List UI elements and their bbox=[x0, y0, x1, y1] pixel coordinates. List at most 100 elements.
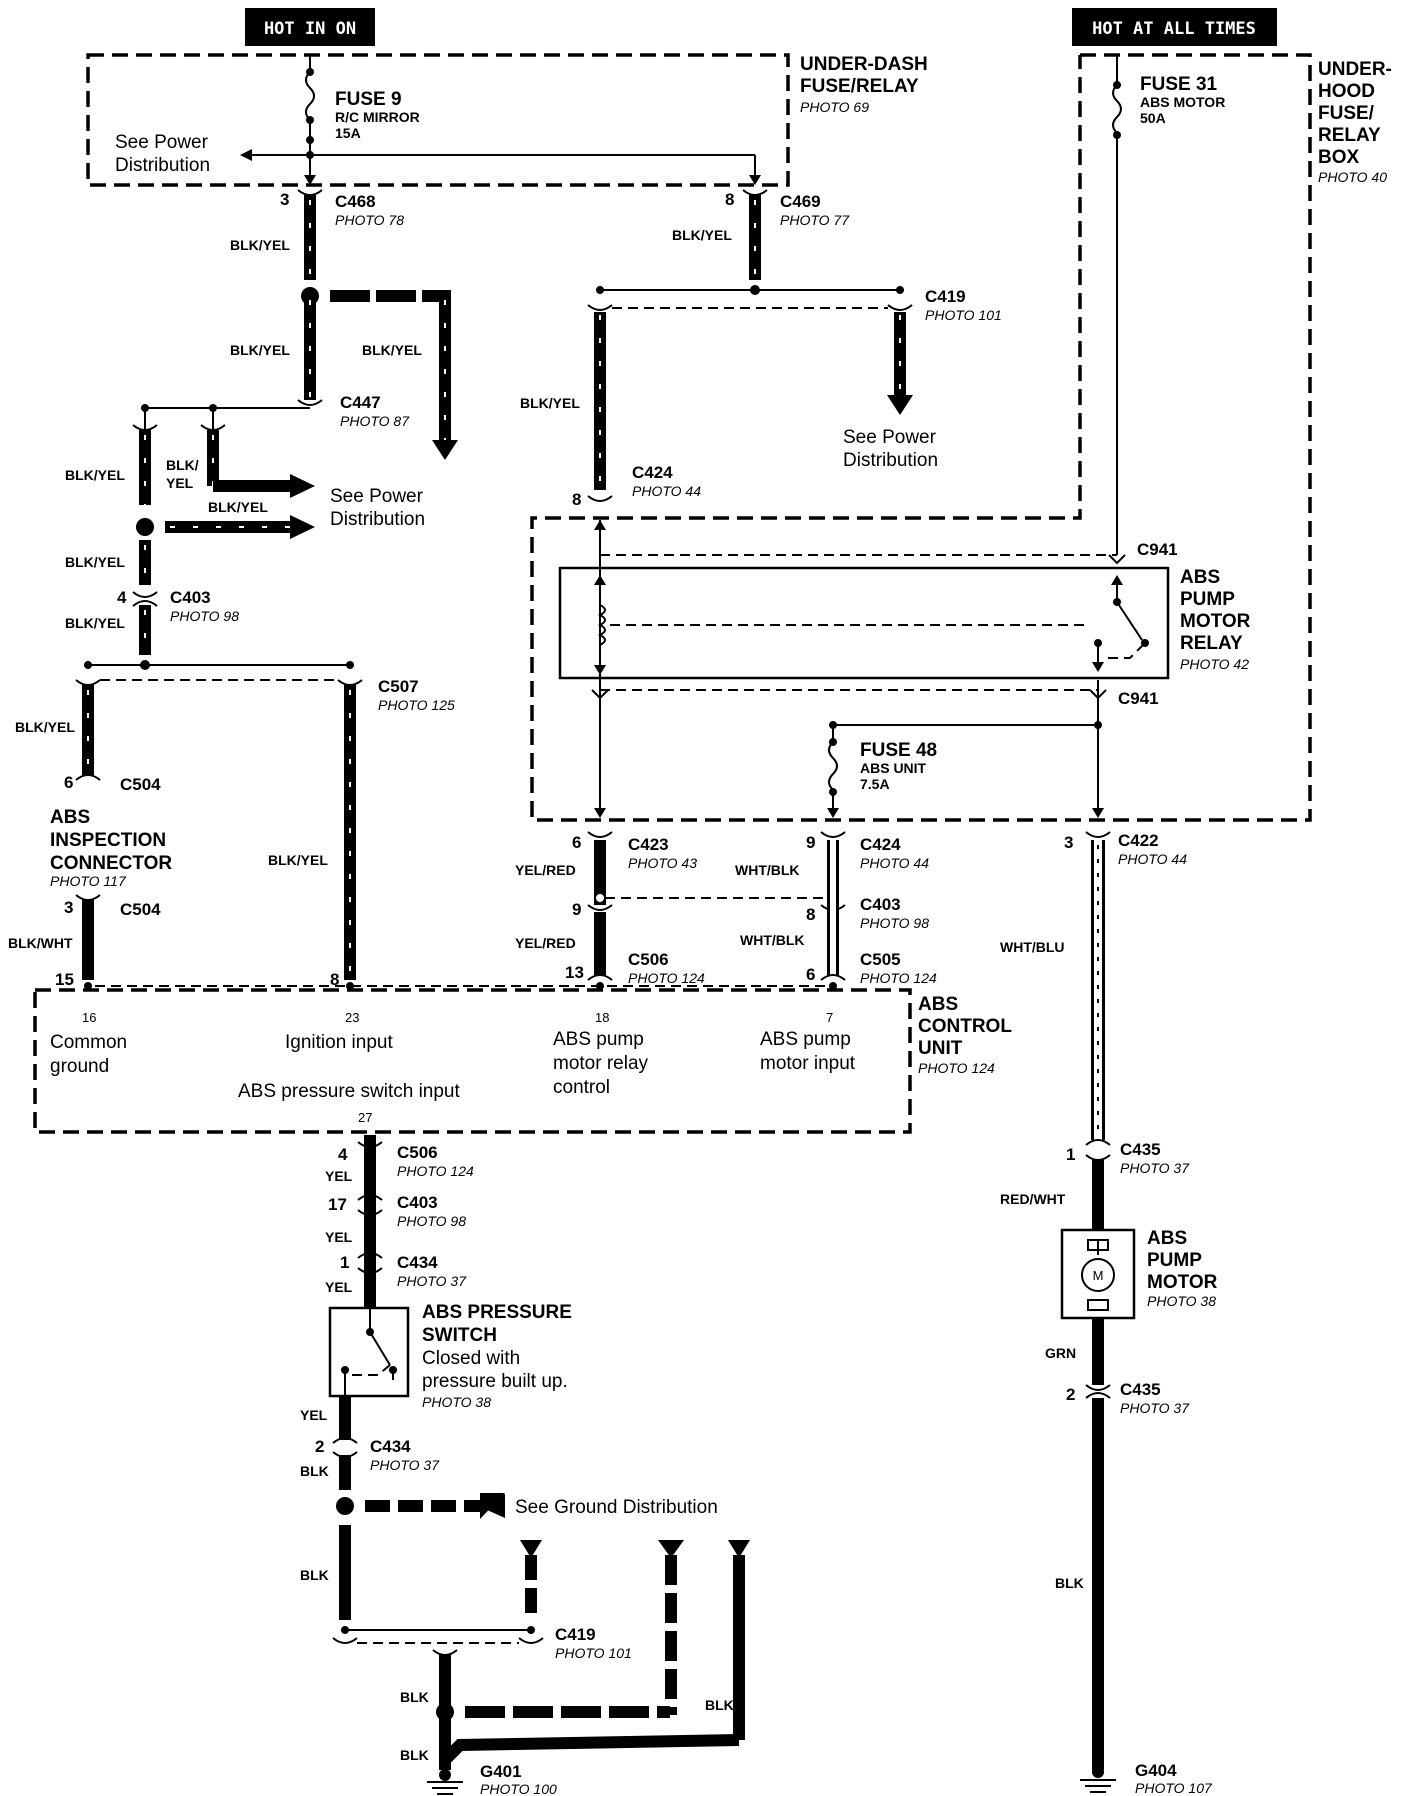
svg-text:HOOD: HOOD bbox=[1318, 81, 1375, 102]
svg-text:BLK: BLK bbox=[300, 1567, 329, 1583]
svg-text:BLK: BLK bbox=[400, 1689, 429, 1705]
svg-text:3: 3 bbox=[280, 190, 289, 209]
svg-text:BLK/YEL: BLK/YEL bbox=[362, 342, 422, 358]
svg-text:WHT/BLU: WHT/BLU bbox=[1000, 939, 1065, 955]
svg-text:YEL: YEL bbox=[325, 1229, 353, 1245]
svg-text:BLK/YEL: BLK/YEL bbox=[230, 342, 290, 358]
svg-text:Ignition input: Ignition input bbox=[285, 1032, 393, 1053]
svg-text:C504: C504 bbox=[120, 775, 161, 794]
svg-text:PHOTO 107: PHOTO 107 bbox=[1135, 1780, 1213, 1796]
svg-text:BLK/YEL: BLK/YEL bbox=[672, 227, 732, 243]
svg-text:PHOTO 124: PHOTO 124 bbox=[397, 1163, 474, 1179]
svg-text:PHOTO 100: PHOTO 100 bbox=[480, 1781, 557, 1796]
svg-text:MOTOR: MOTOR bbox=[1147, 1272, 1218, 1293]
svg-text:PUMP: PUMP bbox=[1180, 589, 1235, 610]
svg-text:CONNECTOR: CONNECTOR bbox=[50, 853, 172, 874]
svg-text:4: 4 bbox=[117, 588, 127, 607]
svg-text:PHOTO 124: PHOTO 124 bbox=[918, 1060, 995, 1076]
under-hood-fuse-relay-box: UNDER- HOOD FUSE/ RELAY BOX PHOTO 40 bbox=[530, 53, 1392, 822]
svg-text:PHOTO 38: PHOTO 38 bbox=[1147, 1293, 1216, 1309]
svg-text:PHOTO 77: PHOTO 77 bbox=[780, 212, 850, 228]
svg-text:3: 3 bbox=[1064, 833, 1073, 852]
svg-text:C941: C941 bbox=[1137, 540, 1178, 559]
svg-text:FUSE/RELAY: FUSE/RELAY bbox=[800, 76, 919, 97]
connector-c941-upper: C941 bbox=[1137, 540, 1178, 559]
svg-text:ABS: ABS bbox=[1180, 567, 1220, 588]
svg-text:ABS UNIT: ABS UNIT bbox=[860, 760, 927, 776]
connector-c434-lower: 2 C434 PHOTO 37 bbox=[315, 1437, 440, 1473]
svg-text:YEL: YEL bbox=[325, 1279, 353, 1295]
connector-c447: C447 PHOTO 87 bbox=[297, 393, 410, 429]
svg-text:15: 15 bbox=[55, 970, 74, 989]
svg-text:BLK/YEL: BLK/YEL bbox=[230, 237, 290, 253]
svg-text:YEL: YEL bbox=[166, 475, 194, 491]
svg-text:INSPECTION: INSPECTION bbox=[50, 830, 166, 851]
connector-c504-lower: 3 C504 bbox=[64, 894, 161, 919]
connector-c434-upper: 1 C434 PHOTO 37 bbox=[340, 1252, 467, 1289]
svg-text:PHOTO 42: PHOTO 42 bbox=[1180, 656, 1249, 672]
hot-in-on-tag: HOT IN ON bbox=[245, 8, 375, 46]
svg-text:C447: C447 bbox=[340, 393, 381, 412]
abs-pump-motor-relay: ABS PUMP MOTOR RELAY PHOTO 42 bbox=[558, 520, 1251, 680]
ecu-pin-23: 23 Ignition input bbox=[285, 1010, 393, 1053]
svg-text:control: control bbox=[553, 1077, 610, 1098]
connector-c506-upper: 13 C506 PHOTO 124 bbox=[565, 950, 705, 986]
svg-text:CONTROL: CONTROL bbox=[918, 1016, 1012, 1037]
svg-text:C435: C435 bbox=[1120, 1140, 1161, 1159]
svg-text:BLK/YEL: BLK/YEL bbox=[208, 499, 268, 515]
svg-text:C434: C434 bbox=[370, 1437, 411, 1456]
svg-text:7.5A: 7.5A bbox=[860, 776, 890, 792]
svg-text:RELAY: RELAY bbox=[1318, 125, 1381, 146]
svg-text:BLK/YEL: BLK/YEL bbox=[65, 615, 125, 631]
svg-text:ABS: ABS bbox=[1147, 1228, 1187, 1249]
svg-text:16: 16 bbox=[82, 1010, 96, 1025]
svg-text:RED/WHT: RED/WHT bbox=[1000, 1191, 1066, 1207]
ecu-pin-7: 7 ABS pump motor input bbox=[760, 1010, 856, 1074]
svg-text:BLK/YEL: BLK/YEL bbox=[15, 719, 75, 735]
svg-text:See Power: See Power bbox=[115, 132, 209, 153]
fuse-48: FUSE 48 ABS UNIT 7.5A bbox=[828, 725, 937, 810]
svg-text:See Ground Distribution: See Ground Distribution bbox=[515, 1497, 718, 1518]
svg-text:4: 4 bbox=[338, 1145, 348, 1164]
svg-text:Distribution: Distribution bbox=[843, 450, 938, 471]
svg-text:BLK/YEL: BLK/YEL bbox=[520, 395, 580, 411]
svg-text:50A: 50A bbox=[1140, 110, 1166, 126]
connector-c422: 3 C422 PHOTO 44 bbox=[1064, 831, 1187, 867]
hot-at-all-times-tag: HOT AT ALL TIMES bbox=[1072, 8, 1277, 46]
svg-text:PHOTO 44: PHOTO 44 bbox=[1118, 851, 1187, 867]
fuse-31: FUSE 31 ABS MOTOR 50A bbox=[1112, 55, 1225, 139]
svg-text:RELAY: RELAY bbox=[1180, 633, 1243, 654]
connector-c403-upper: 4 C403 PHOTO 98 bbox=[117, 588, 239, 624]
svg-text:C434: C434 bbox=[397, 1253, 438, 1272]
svg-text:9: 9 bbox=[572, 900, 581, 919]
svg-text:PHOTO 78: PHOTO 78 bbox=[335, 212, 404, 228]
svg-text:FUSE 9: FUSE 9 bbox=[335, 89, 402, 110]
svg-text:3: 3 bbox=[64, 898, 73, 917]
svg-text:PHOTO 43: PHOTO 43 bbox=[628, 855, 697, 871]
svg-text:8: 8 bbox=[572, 490, 581, 509]
svg-text:Closed with: Closed with bbox=[422, 1348, 520, 1369]
svg-text:8: 8 bbox=[806, 905, 815, 924]
svg-text:6: 6 bbox=[64, 773, 73, 792]
connector-c507: C507 PHOTO 125 bbox=[378, 677, 455, 713]
svg-text:C422: C422 bbox=[1118, 831, 1159, 850]
connector-c435-lower: 2 C435 PHOTO 37 bbox=[1066, 1380, 1190, 1416]
svg-text:PHOTO 37: PHOTO 37 bbox=[1120, 1400, 1190, 1416]
power-distribution-ref-2: See Power Distribution bbox=[330, 486, 425, 530]
svg-text:C506: C506 bbox=[628, 950, 669, 969]
svg-text:HOT IN ON: HOT IN ON bbox=[264, 19, 356, 39]
svg-text:PHOTO 98: PHOTO 98 bbox=[170, 608, 239, 624]
svg-text:C506: C506 bbox=[397, 1143, 438, 1162]
svg-text:PHOTO 101: PHOTO 101 bbox=[925, 307, 1002, 323]
power-distribution-ref-3: See Power Distribution bbox=[843, 427, 938, 471]
connector-c504-upper: 6 C504 bbox=[64, 773, 161, 794]
svg-text:ABS: ABS bbox=[918, 994, 958, 1015]
svg-text:BLK: BLK bbox=[705, 1697, 734, 1713]
svg-text:8: 8 bbox=[725, 190, 734, 209]
svg-text:2: 2 bbox=[315, 1437, 324, 1456]
svg-text:SWITCH: SWITCH bbox=[422, 1325, 497, 1346]
svg-text:BLK: BLK bbox=[1055, 1575, 1084, 1591]
svg-text:PHOTO 101: PHOTO 101 bbox=[555, 1645, 632, 1661]
ecu-pin-16: 16 Common ground bbox=[50, 1010, 127, 1077]
